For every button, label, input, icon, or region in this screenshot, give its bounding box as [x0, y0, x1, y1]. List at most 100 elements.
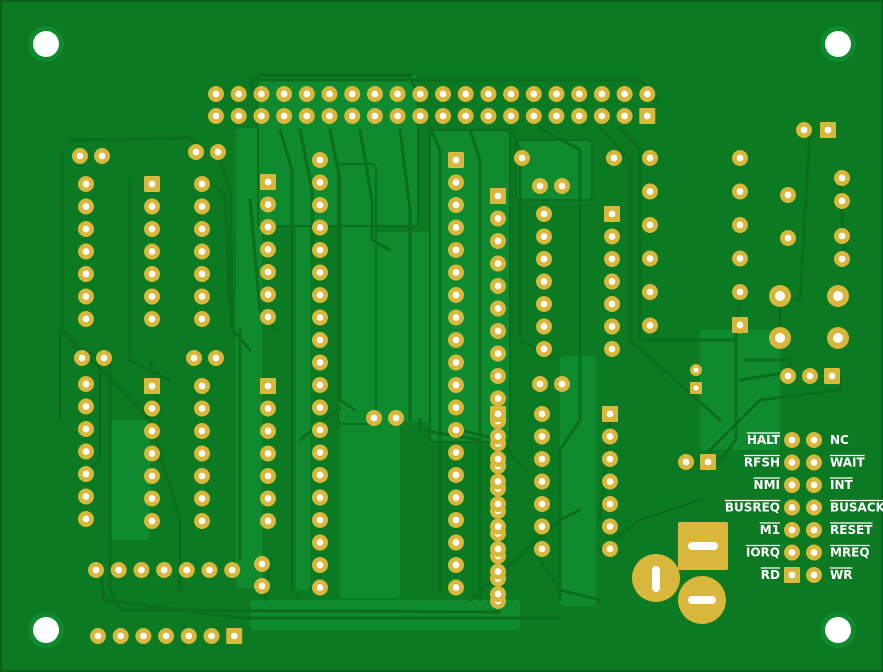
drill-hole [693, 367, 699, 373]
drill-hole [316, 539, 324, 546]
drill-hole [316, 471, 324, 479]
drill-hole [316, 246, 324, 254]
drill-hole [316, 179, 324, 186]
left-signal-m1: M1 [759, 522, 780, 537]
drill-hole [788, 504, 796, 511]
drill-hole [348, 90, 356, 98]
drill-hole [693, 385, 699, 391]
drill-hole [280, 112, 288, 120]
drill-hole [303, 112, 311, 120]
drill-hole [507, 112, 515, 120]
drill-hole [788, 549, 796, 556]
drill-hole [530, 90, 538, 98]
drill-hole [82, 515, 90, 523]
drill-hole [303, 90, 311, 98]
drill-hole [462, 112, 470, 120]
copper-pour-region [250, 600, 520, 630]
drill-hole [494, 568, 502, 575]
drill-hole [494, 215, 502, 222]
left-signal-iorq: IORQ [745, 544, 780, 560]
copper-trace [278, 128, 302, 600]
copper-pour-region [296, 150, 310, 590]
copper-trace [428, 126, 442, 592]
drill-hole [494, 192, 502, 200]
drill-hole [439, 90, 447, 98]
drill-hole [264, 517, 272, 525]
signal-label: HALT [747, 433, 781, 447]
capacitor-slot [688, 596, 716, 604]
drill-hole [316, 426, 324, 434]
drill-hole [494, 260, 502, 267]
drill-hole [736, 255, 744, 262]
drill-hole [810, 459, 818, 466]
pour-outline [515, 139, 593, 201]
right-signal-mreq: MREQ [830, 544, 870, 560]
drill-hole [540, 323, 548, 330]
drill-hole [452, 404, 460, 411]
drill-hole [518, 154, 526, 162]
drill-hole [316, 561, 324, 569]
drill-hole [452, 314, 460, 321]
drill-hole [606, 545, 614, 553]
drill-hole [452, 494, 460, 501]
signal-label: M1 [760, 523, 780, 537]
copper-pour-region [560, 356, 596, 606]
drill-hole [82, 380, 90, 388]
drill-hole [160, 566, 168, 574]
drill-hole [183, 566, 191, 574]
drill-hole [810, 481, 818, 489]
drill-hole [264, 382, 272, 390]
signal-label: MREQ [830, 546, 870, 560]
drill-hole [78, 354, 86, 362]
copper-trace [98, 558, 562, 620]
drill-hole [198, 427, 206, 435]
drill-hole [736, 221, 744, 229]
drill-hole [806, 372, 814, 380]
drill-hole [94, 632, 102, 640]
drill-hole [212, 112, 220, 120]
drill-hole [775, 291, 785, 301]
capacitor-slot [652, 566, 660, 592]
drill-hole [810, 526, 818, 534]
copper-pour-region [372, 232, 434, 422]
drill-hole [258, 112, 265, 120]
drill-hole [736, 321, 744, 329]
drill-hole [82, 270, 90, 278]
drill-hole [316, 269, 324, 276]
drill-hole [212, 354, 220, 362]
drill-hole [536, 182, 544, 190]
drill-hole [553, 90, 560, 98]
drill-hole [280, 90, 288, 98]
drill-hole [494, 327, 502, 335]
copper-pour-region [700, 330, 780, 450]
drill-hole [148, 472, 156, 480]
drill-hole [494, 523, 502, 530]
drill-hole [148, 293, 156, 300]
drill-hole [558, 380, 566, 388]
drill-hole [538, 455, 546, 463]
drill-hole [148, 517, 156, 525]
drill-hole [264, 313, 272, 321]
drill-hole [598, 112, 606, 120]
drill-hole [394, 90, 401, 98]
drill-hole [452, 291, 460, 299]
drill-hole [606, 433, 614, 440]
drill-hole [198, 180, 206, 188]
signal-label: RESET [830, 523, 873, 537]
drill-hole [606, 455, 614, 463]
drill-hole [810, 436, 818, 444]
drill-hole [371, 90, 379, 98]
signal-label: WAIT [830, 456, 865, 470]
left-signal-busreq: BUSREQ [724, 499, 780, 515]
drill-hole [264, 246, 272, 253]
drill-hole [82, 315, 90, 323]
drill-hole [452, 246, 460, 254]
drill-hole [316, 201, 324, 209]
drill-hole [82, 225, 90, 233]
drill-hole [92, 566, 100, 574]
right-signal-wr: WR [830, 567, 853, 582]
drill-hole [608, 233, 616, 240]
signal-label: IORQ [746, 546, 780, 560]
drill-hole [530, 112, 538, 120]
drill-hole [784, 234, 792, 242]
